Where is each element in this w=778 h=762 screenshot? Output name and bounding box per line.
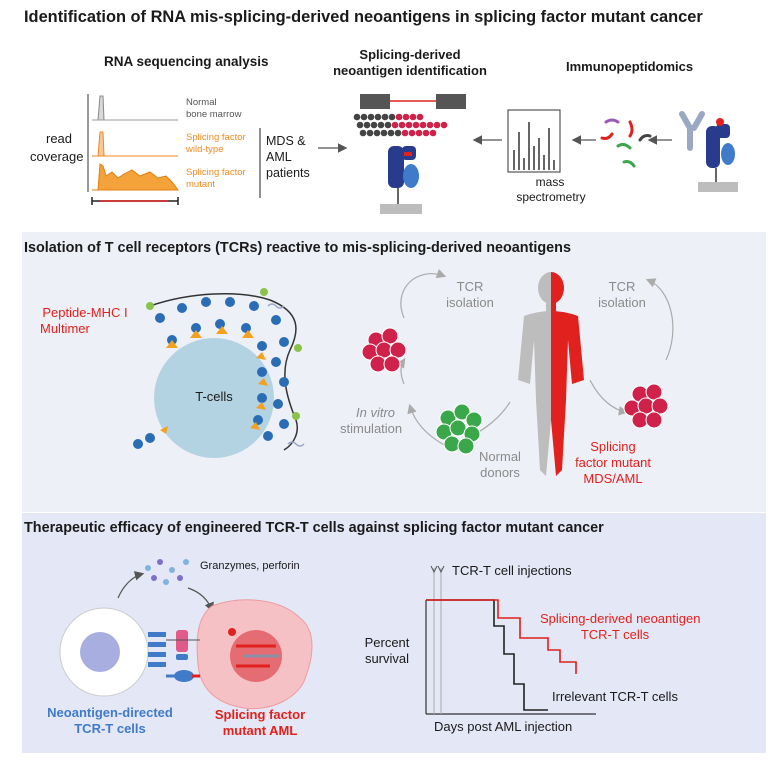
tcr-right-line1: TCR [608, 279, 636, 294]
track-normal-line2: bone marrow [186, 109, 242, 120]
antibody-icon [679, 111, 705, 151]
left-cycle [396, 269, 511, 447]
series-irrelevant [426, 599, 548, 711]
tcrt-label-line2: TCR-T cells [74, 721, 146, 736]
aml-label-line1: Splicing factor [214, 707, 306, 722]
neo-heading-line2: neoantigen identification [333, 63, 487, 78]
patients-line1: MDS & [266, 134, 306, 148]
ylabel-line2: survival [364, 651, 410, 666]
mhc-right [698, 118, 738, 192]
section2-heading: Isolation of T cell receptors (TCRs) rea… [24, 240, 571, 256]
granzyme-dots [145, 559, 189, 585]
multimer-line1: Peptide-MHC I [42, 305, 128, 320]
coverage-tracks [87, 94, 261, 205]
tcr-left-line1: TCR [456, 279, 484, 294]
track-wt-line2: wild-type [186, 144, 224, 155]
granzymes-label: Granzymes, perforin [200, 560, 300, 572]
wildtype-track [92, 131, 178, 157]
neo-heading-line1: Splicing-derived [359, 47, 461, 62]
ylabel-line1: Percent [364, 635, 410, 650]
coverage-label: coverage [30, 149, 84, 164]
normal-track [92, 95, 178, 121]
track-normal-line1: Normal [186, 97, 217, 108]
aml-cell [166, 599, 313, 710]
mutant-track [92, 163, 179, 191]
tcrt-label-line1: Neoantigen-directed [47, 705, 173, 720]
aml-label-line2: mutant AML [222, 723, 298, 738]
mutant-line1: Splicing [590, 439, 636, 454]
mass-spectrum [507, 109, 561, 173]
panel-therapeutic [22, 513, 766, 753]
section3-heading: Therapeutic efficacy of engineered TCR-T… [24, 520, 604, 536]
read-label: read [46, 131, 73, 146]
human-figure [518, 272, 584, 476]
irrelevant-label: Irrelevant TCR-T cells [552, 689, 678, 704]
multimer-tcell-graphic [133, 288, 305, 458]
arrow-granzyme-target [187, 587, 214, 613]
tcr-right-line2: isolation [598, 295, 646, 310]
tcrt-cell [59, 607, 166, 697]
arrow-granzyme-release [117, 571, 145, 599]
series-neoantigen [426, 599, 577, 674]
tcell-cluster-left [361, 327, 407, 373]
track-wt-line1: Splicing factor [186, 132, 246, 143]
normal-donors-line2: donors [480, 465, 520, 480]
survival-chart [425, 565, 596, 715]
tcr-left-line2: isolation [446, 295, 494, 310]
neo-series-line1: Splicing-derived neoantigen [540, 611, 701, 626]
patients-line3: patients [266, 166, 310, 180]
mutant-line3: MDS/AML [583, 471, 643, 486]
tcell-cluster-right [623, 383, 669, 429]
track-mut-line1: Splicing factor [186, 167, 246, 178]
xlabel: Days post AML injection [434, 719, 573, 734]
immuno-heading: Immunopeptidomics [566, 59, 694, 74]
eluted-peptides [600, 118, 652, 168]
main-title: Identification of RNA mis-splicing-deriv… [24, 8, 703, 26]
injections-label: TCR-T cell injections [452, 563, 572, 578]
multimer-line2: Multimer [40, 321, 90, 336]
neo-series-line2: TCR-T cells [580, 627, 650, 642]
patients-line2: AML [266, 150, 292, 164]
right-cycle [589, 278, 674, 416]
normal-donors-line1: Normal [479, 449, 521, 464]
rna-heading: RNA sequencing analysis [104, 54, 269, 69]
mass-spec-line2: spectrometry [516, 190, 586, 204]
stimulation-label: stimulation [340, 421, 403, 436]
mass-spec-line1: mass [535, 175, 565, 189]
tcell-cluster-normal [435, 403, 483, 455]
track-mut-line2: mutant [186, 179, 216, 190]
in-vitro-label: In vitro [356, 405, 396, 420]
tcells-label: T-cells [195, 389, 233, 404]
mutant-line2: factor mutant [575, 455, 651, 470]
neoantigen-graphic [353, 94, 466, 214]
